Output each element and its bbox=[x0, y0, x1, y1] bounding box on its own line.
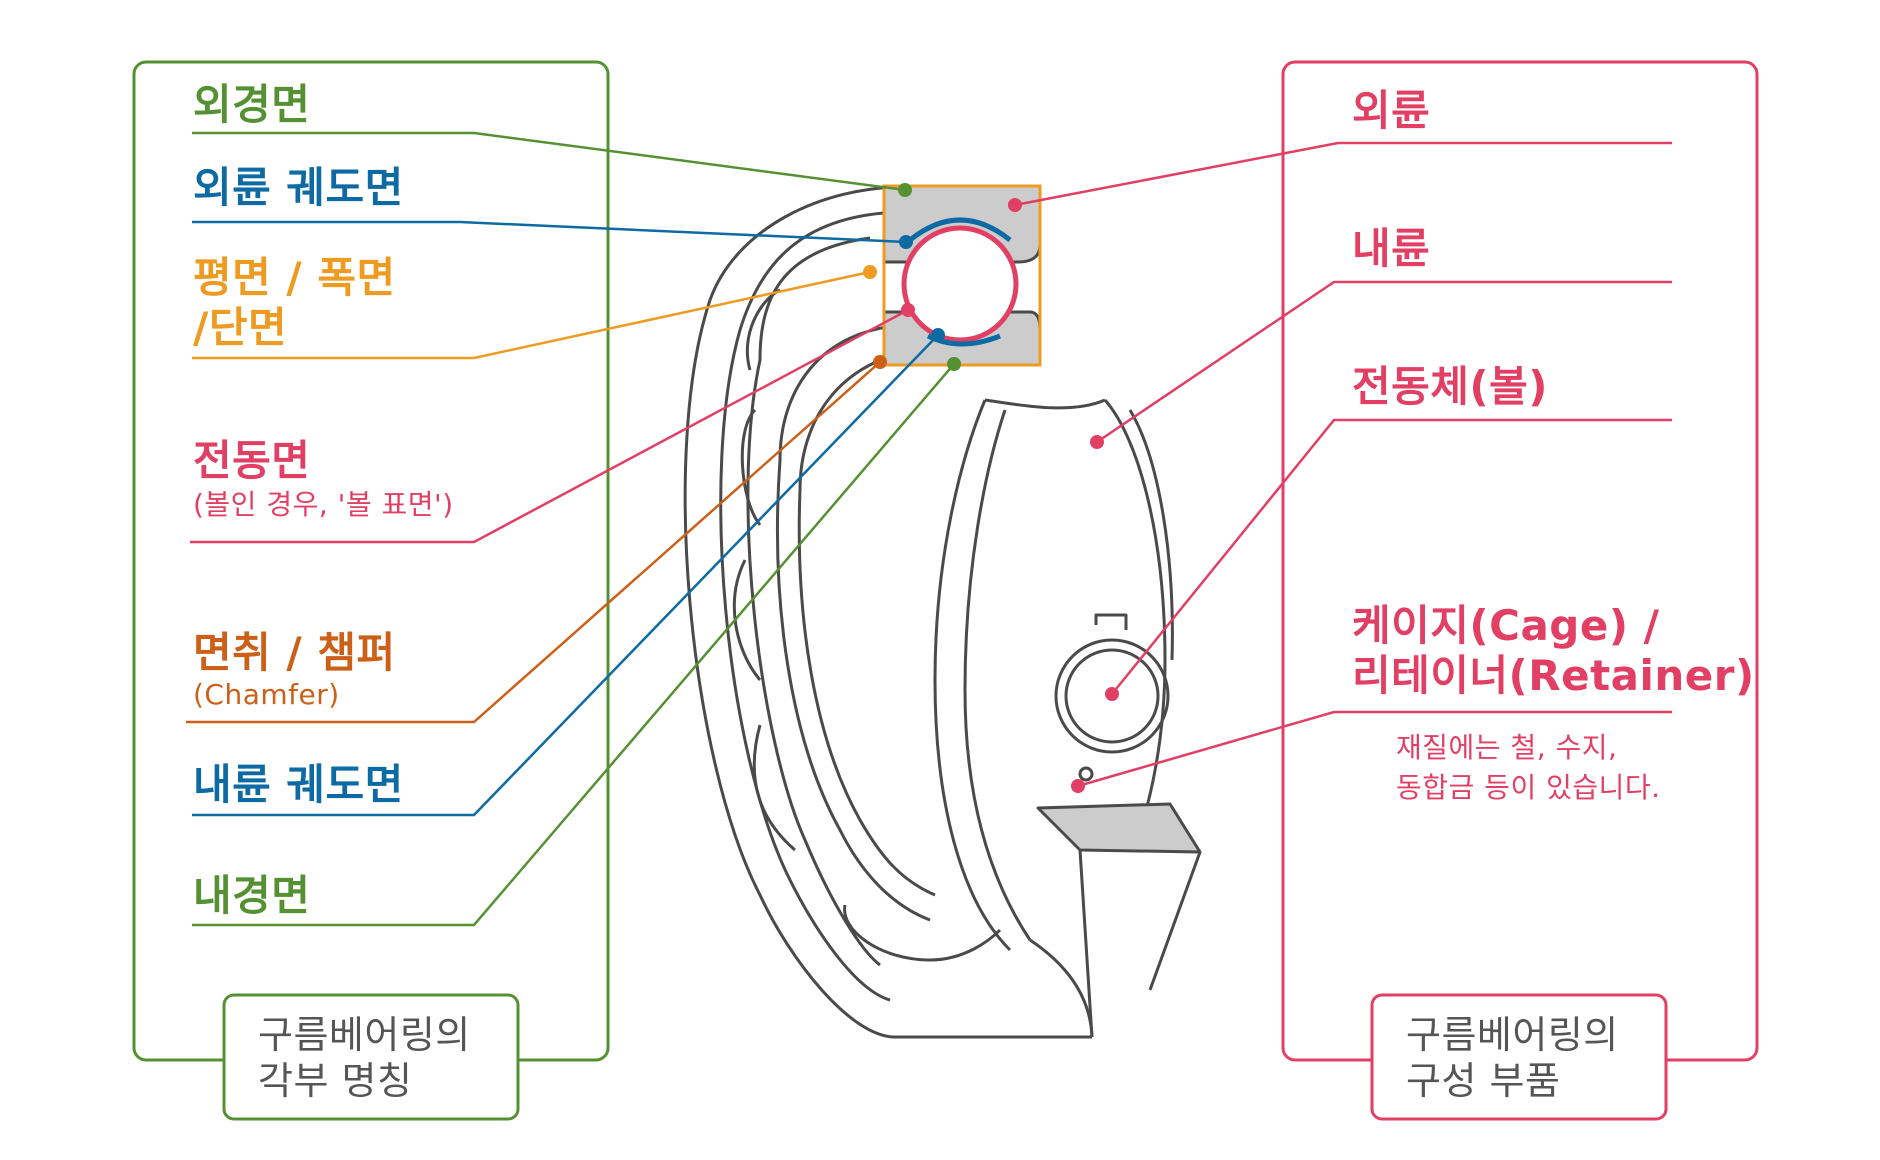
label-cage-note-line2: 동합금 등이 있습니다. bbox=[1396, 771, 1661, 804]
label-face-line1: 평면 / 폭면 bbox=[193, 253, 396, 302]
label-inner-diameter: 내경면 bbox=[193, 871, 311, 920]
label-inner-ring: 내륜 bbox=[1352, 224, 1431, 273]
leader-lines-left bbox=[186, 131, 955, 927]
ball-cross-section bbox=[901, 225, 1019, 343]
label-cage-line2: 리테이너(Retainer) bbox=[1352, 651, 1755, 700]
label-outer-diameter: 외경면 bbox=[193, 80, 311, 129]
label-cage-line1: 케이지(Cage) / bbox=[1352, 601, 1660, 650]
left-panel-title-line1: 구름베어링의 bbox=[258, 1013, 471, 1057]
left-panel-title-box bbox=[222, 993, 520, 1121]
label-inner-raceway: 내륜 궤도면 bbox=[193, 760, 404, 809]
right-panel-title-line2: 구성 부품 bbox=[1406, 1059, 1561, 1103]
label-face-line2: /단면 bbox=[193, 303, 288, 352]
left-panel-title-line2: 각부 명칭 bbox=[258, 1059, 413, 1103]
leader-dots bbox=[863, 183, 1119, 793]
bearing-cross-section bbox=[882, 184, 1042, 367]
label-outer-raceway: 외륜 궤도면 bbox=[193, 163, 404, 212]
label-chamfer-en: (Chamfer) bbox=[193, 678, 340, 711]
right-panel-title-line1: 구름베어링의 bbox=[1406, 1013, 1619, 1057]
right-panel-title-box bbox=[1370, 993, 1668, 1121]
label-chamfer: 면취 / 챔퍼 bbox=[193, 628, 396, 677]
right-panel-frame bbox=[1281, 60, 1759, 1062]
bearing-cross-section-lower-edge bbox=[1078, 849, 1202, 1038]
label-rolling-element: 전동체(볼) bbox=[1352, 362, 1548, 411]
label-outer-ring: 외륜 bbox=[1352, 86, 1431, 135]
bearing-cross-section-lower bbox=[1036, 802, 1202, 854]
label-rolling-surface-note: (볼인 경우, '볼 표면') bbox=[193, 488, 454, 521]
label-cage-note-line1: 재질에는 철, 수지, bbox=[1396, 731, 1618, 764]
label-rolling-surface: 전동면 bbox=[193, 436, 311, 485]
leader-lines-right bbox=[1014, 141, 1672, 788]
